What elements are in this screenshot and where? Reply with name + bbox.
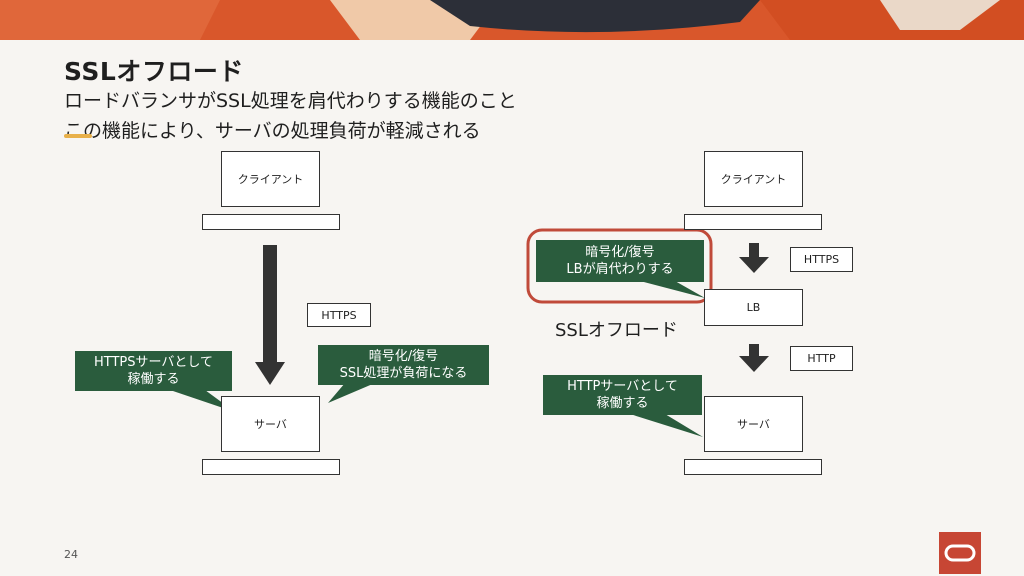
left-client-box: クライアント <box>221 151 320 207</box>
right-arrow-1-shaft <box>749 243 759 259</box>
left-load-callout: 暗号化/復号 SSL処理が負荷になる <box>318 345 489 385</box>
left-client-base <box>202 214 340 230</box>
slide-title: SSLオフロード <box>64 57 244 86</box>
lb-callout-line-2: LBが肩代わりする <box>566 262 674 277</box>
left-arrow-shaft <box>263 245 277 365</box>
page-number: 24 <box>64 548 78 561</box>
right-server-callout-line-1: HTTPサーバとして <box>567 379 678 394</box>
left-server-callout-pointer <box>170 390 235 412</box>
left-client-label: クライアント <box>237 173 304 186</box>
ssl-offload-label: SSLオフロード <box>555 320 678 341</box>
right-client-label: クライアント <box>720 173 787 186</box>
right-arrow-2-head <box>739 356 769 372</box>
left-load-callout-pointer <box>328 383 375 403</box>
lb-callout: 暗号化/復号 LBが肩代わりする <box>536 240 704 282</box>
left-server-base <box>202 459 340 475</box>
right-client-base <box>684 214 822 230</box>
right-lb-label: LB <box>746 301 761 314</box>
left-server-box: サーバ <box>221 396 320 452</box>
left-server-label: サーバ <box>254 418 287 431</box>
right-client-box: クライアント <box>704 151 803 207</box>
right-server-callout-pointer <box>630 414 703 437</box>
left-server-callout-line-2: 稼働する <box>127 372 180 387</box>
subtitle-line-1: ロードバランサがSSL処理を肩代わりする機能のこと <box>64 90 517 112</box>
title-accent-bar <box>64 134 92 138</box>
left-https-tag-label: HTTPS <box>321 308 357 322</box>
right-server-callout-line-2: 稼働する <box>596 396 649 411</box>
brand-logo <box>939 532 981 574</box>
right-server-box: サーバ <box>704 396 803 452</box>
right-arrow-2-shaft <box>749 344 759 358</box>
left-server-callout: HTTPSサーバとして 稼働する <box>75 351 232 391</box>
right-arrow-1-head <box>739 257 769 273</box>
right-server-base <box>684 459 822 475</box>
decorative-banner <box>0 0 1024 40</box>
right-https-tag: HTTPS <box>790 247 853 272</box>
right-http-tag-label: HTTP <box>807 352 836 365</box>
right-lb-box: LB <box>704 289 803 326</box>
left-load-callout-line-2: SSL処理が負荷になる <box>339 366 468 381</box>
left-arrow-head <box>255 362 285 385</box>
left-server-callout-line-1: HTTPSサーバとして <box>93 355 213 370</box>
left-load-callout-line-1: 暗号化/復号 <box>368 349 439 364</box>
lb-callout-line-1: 暗号化/復号 <box>585 245 655 260</box>
left-https-tag: HTTPS <box>307 303 371 327</box>
lb-callout-pointer <box>640 281 705 298</box>
right-https-tag-label: HTTPS <box>803 253 840 266</box>
subtitle-line-2: この機能により、サーバの処理負荷が軽減される <box>64 120 481 142</box>
right-http-tag: HTTP <box>790 346 853 371</box>
right-server-label: サーバ <box>737 418 770 431</box>
offload-highlight-ring <box>526 228 713 304</box>
banner-artwork <box>0 0 1024 40</box>
right-server-callout: HTTPサーバとして 稼働する <box>543 375 702 415</box>
brand-logo-icon <box>944 544 976 562</box>
